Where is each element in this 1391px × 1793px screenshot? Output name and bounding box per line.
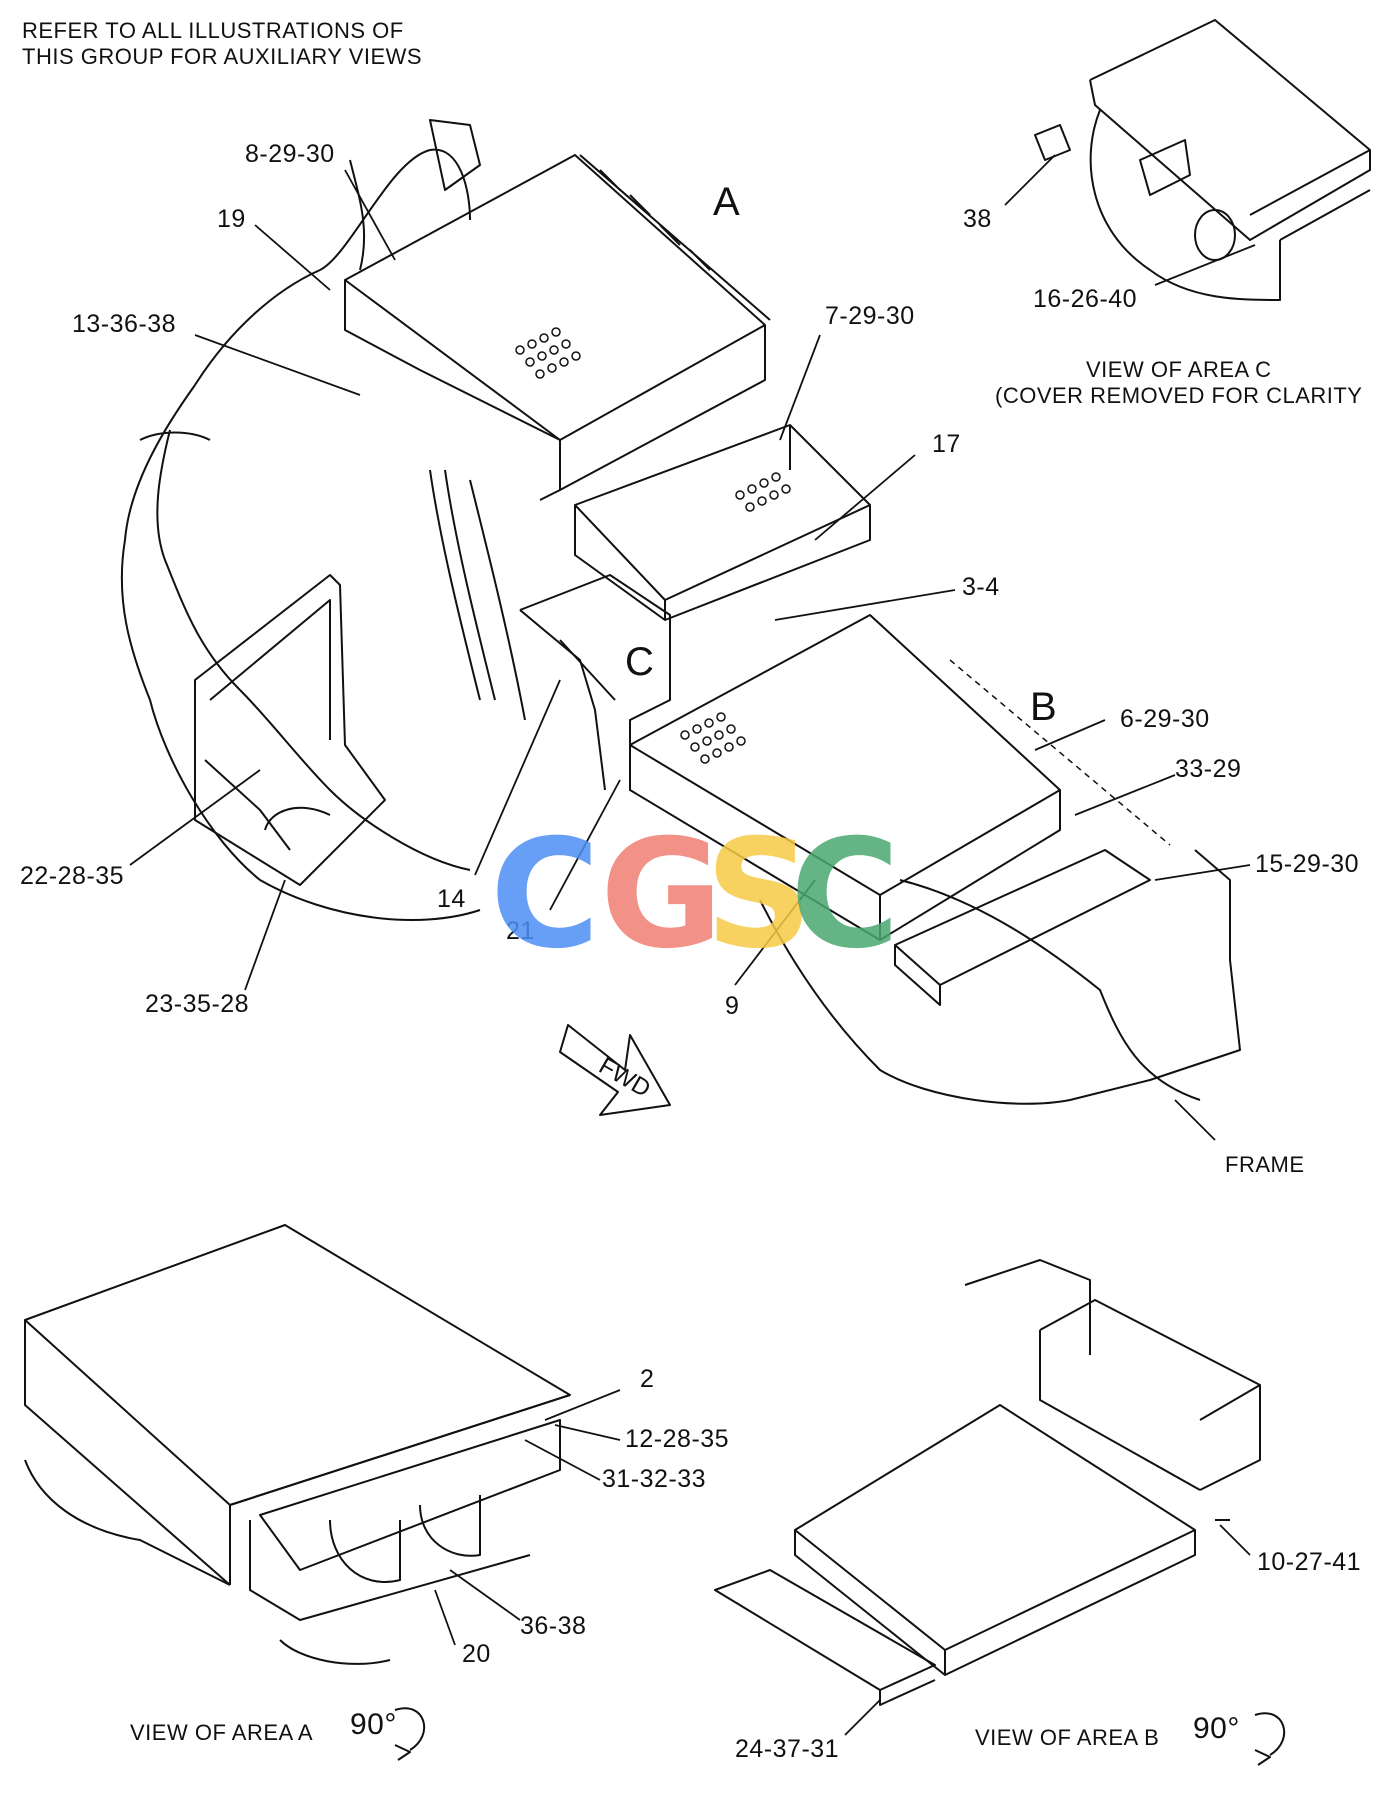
callout-12-28-35: 12-28-35: [625, 1425, 730, 1453]
engine-outline: [120, 119, 1241, 1105]
view-c-drawing: [1004, 19, 1371, 301]
callout-13-36-38: 13-36-38: [72, 310, 177, 338]
header-note-line-2: THIS GROUP FOR AUXILIARY VIEWS: [22, 44, 423, 69]
watermark-letter-c2: C: [790, 808, 901, 982]
area-label-c: C: [625, 640, 655, 684]
callout-3-4: 3-4: [962, 573, 1000, 601]
frame-label: FRAME: [1225, 1152, 1305, 1177]
callout-21: 21: [506, 917, 535, 945]
callout-14: 14: [437, 885, 466, 913]
middle-box: [574, 424, 871, 621]
callout-2: 2: [640, 1365, 655, 1393]
callout-7-29-30: 7-29-30: [825, 302, 915, 330]
view-b-drawing: [714, 1259, 1286, 1766]
view-c-caption-line-2: (COVER REMOVED FOR CLARITY: [995, 383, 1363, 408]
cover-plate: [894, 849, 1151, 1006]
callout-24-37-31: 24-37-31: [735, 1735, 840, 1763]
area-label-b: B: [1030, 685, 1058, 729]
callout-17: 17: [932, 430, 961, 458]
callout-16-26-40: 16-26-40: [1033, 285, 1138, 313]
vent-grids: [515, 327, 791, 764]
callout-38: 38: [963, 205, 992, 233]
callout-22-28-35: 22-28-35: [20, 862, 125, 890]
callout-23-35-28: 23-35-28: [145, 990, 250, 1018]
callout-15-29-30: 15-29-30: [1255, 850, 1360, 878]
callout-31-32-33: 31-32-33: [602, 1465, 707, 1493]
view-c-caption: VIEW OF AREA C (COVER REMOVED FOR CLARIT…: [995, 357, 1362, 409]
header-note-line-1: REFER TO ALL ILLUSTRATIONS OF: [22, 18, 404, 43]
leader-lines: [129, 169, 1251, 1141]
callout-10-27-41: 10-27-41: [1257, 1548, 1362, 1576]
watermark-letter-g: G: [600, 808, 724, 982]
guide-line: [949, 659, 1171, 846]
view-a-caption: VIEW OF AREA A: [130, 1720, 314, 1745]
callout-33-29: 33-29: [1175, 755, 1242, 783]
view-a-drawing: [24, 1224, 621, 1761]
callout-6-29-30: 6-29-30: [1120, 705, 1210, 733]
bracket-c: [519, 574, 671, 791]
watermark-letter-c1: C: [490, 808, 601, 982]
fwd-arrow: [559, 1024, 671, 1116]
watermark-letter-s: S: [705, 808, 814, 982]
callout-8-29-30: 8-29-30: [245, 140, 335, 168]
view-b-rotation: 90°: [1193, 1712, 1240, 1745]
area-label-a: A: [713, 180, 741, 224]
view-b-caption: VIEW OF AREA B: [975, 1725, 1160, 1750]
fwd-label: FWD: [594, 1052, 655, 1103]
hoses: [429, 469, 526, 721]
top-control-box: [344, 154, 771, 501]
header-note: REFER TO ALL ILLUSTRATIONS OF THIS GROUP…: [22, 18, 422, 70]
callout-36-38: 36-38: [520, 1612, 587, 1640]
view-c-caption-line-1: VIEW OF AREA C: [1086, 357, 1272, 382]
callout-19: 19: [217, 205, 246, 233]
callout-9: 9: [725, 992, 740, 1020]
callout-20: 20: [462, 1640, 491, 1668]
view-a-rotation: 90°: [350, 1708, 397, 1741]
left-bracket: [194, 574, 386, 886]
